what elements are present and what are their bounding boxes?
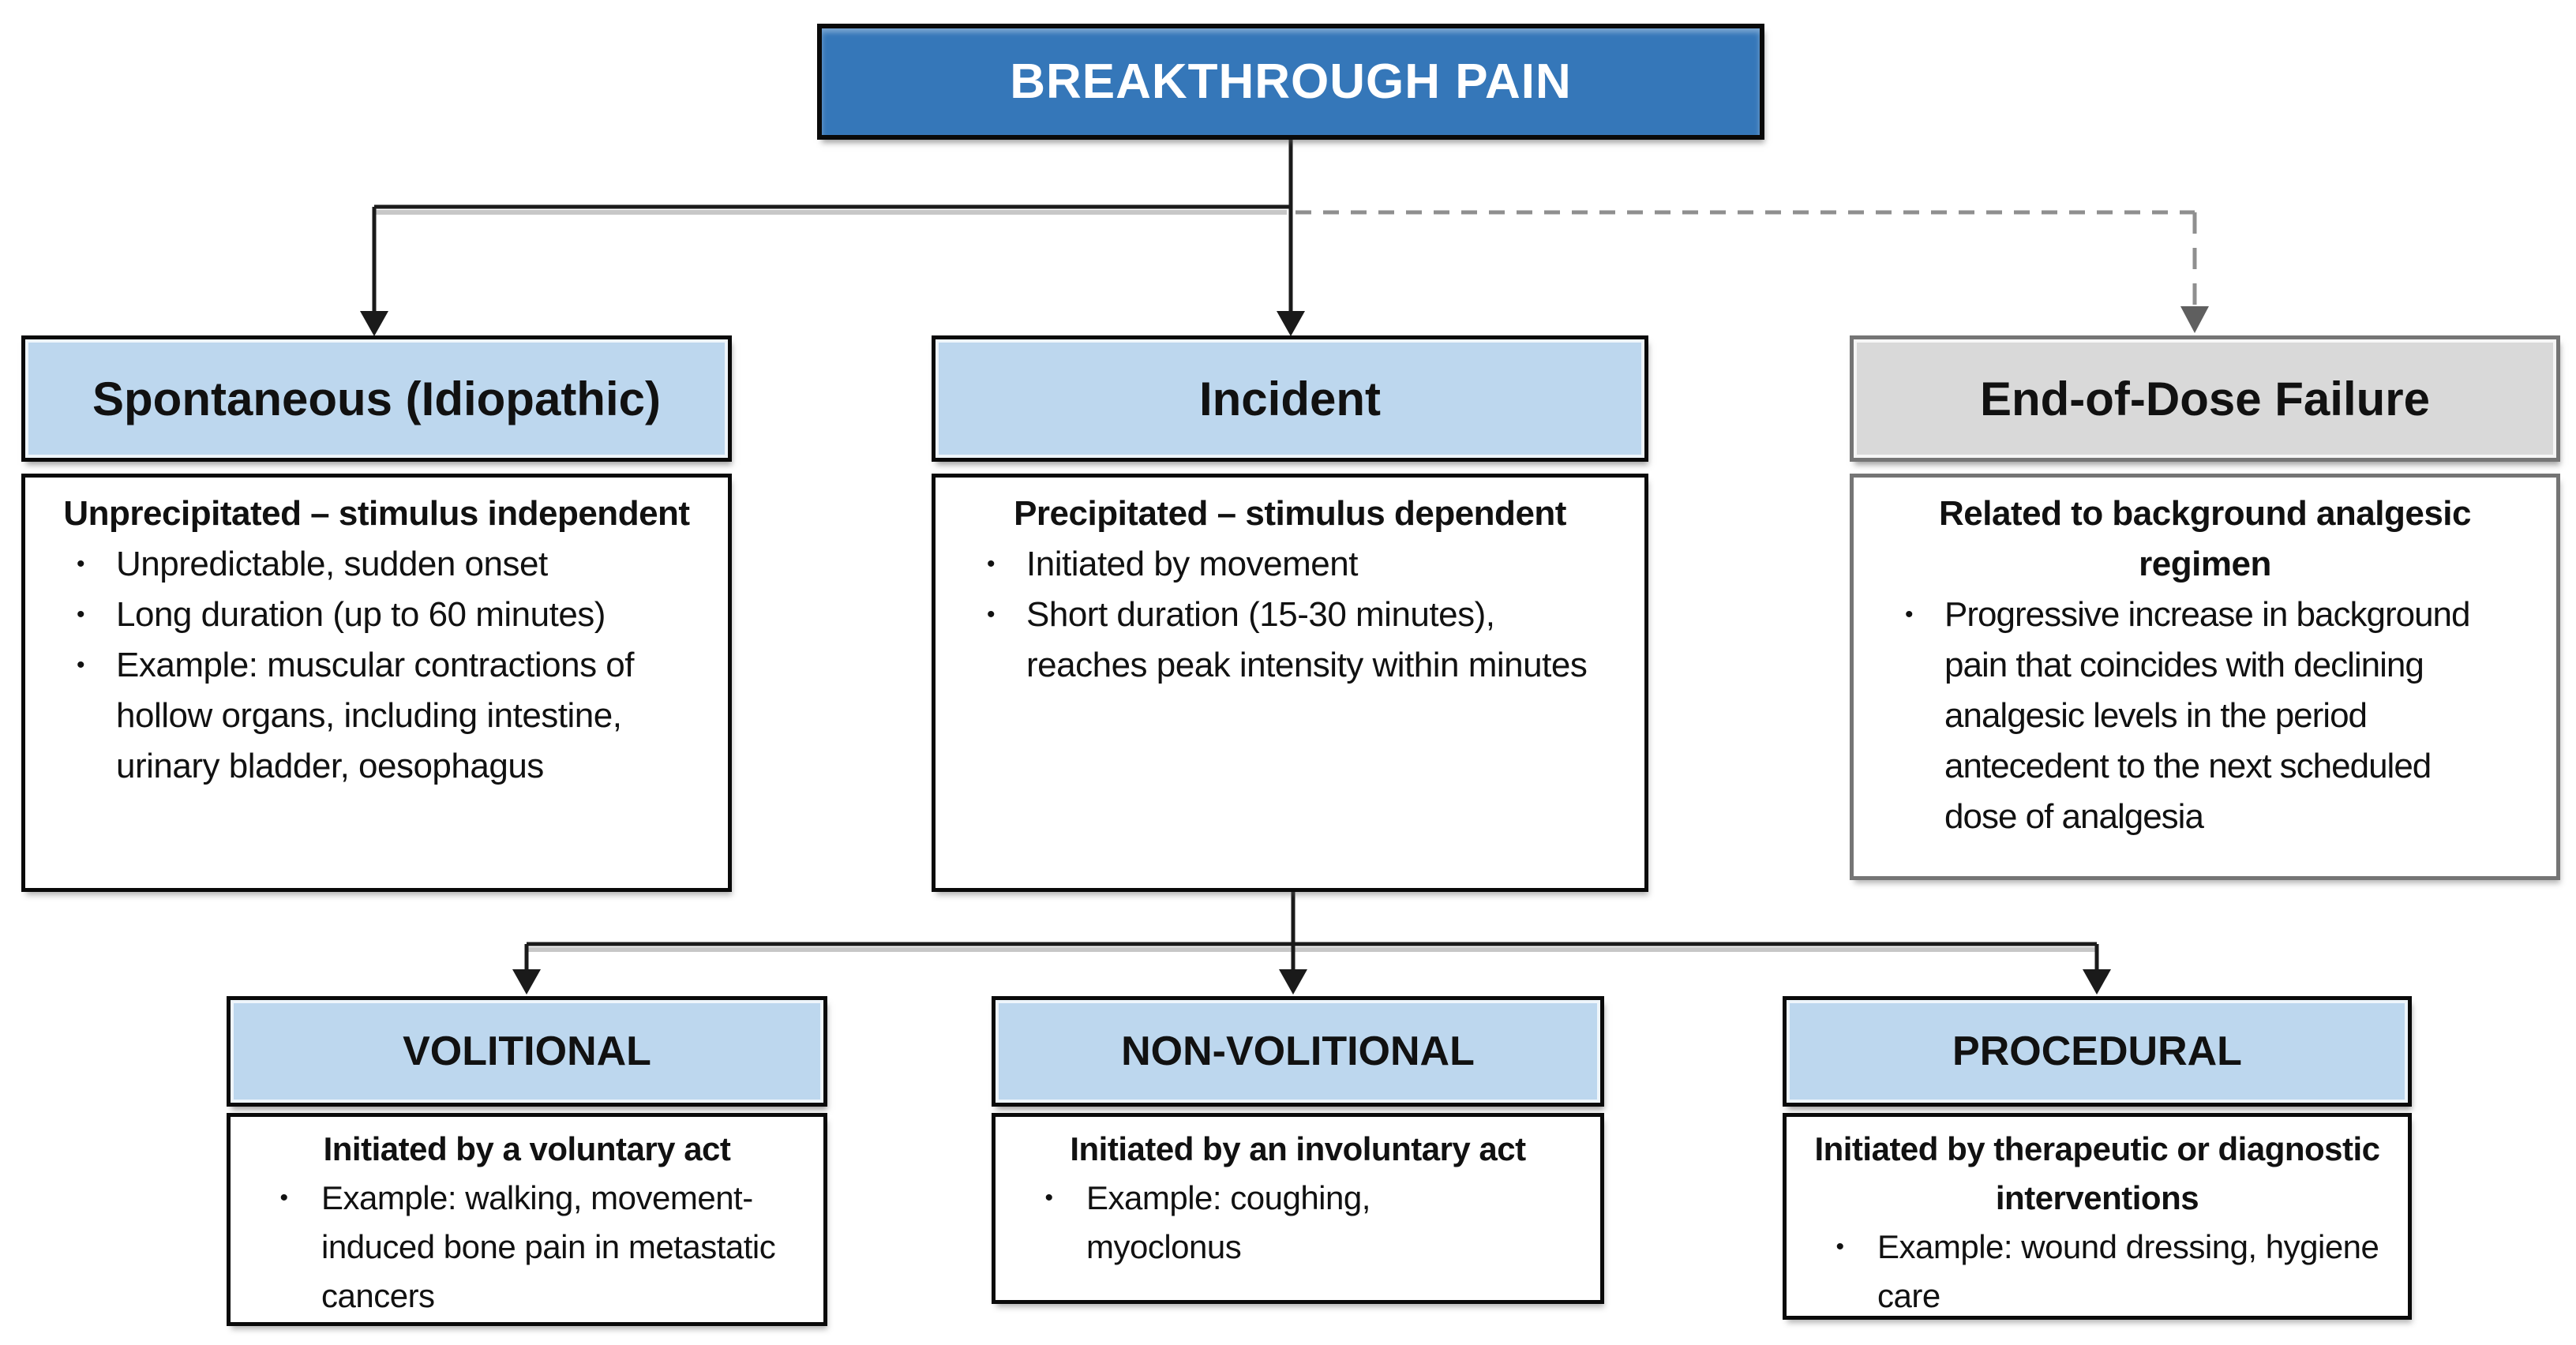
node-procedural-body: Initiated by therapeutic or diagnostic i… xyxy=(1783,1113,2412,1320)
node-volitional-header: VOLITIONAL xyxy=(227,996,827,1107)
list-item: • Example: wound dressing, hygiene care xyxy=(1787,1223,2408,1321)
bullet-marker: • xyxy=(986,601,996,628)
bullet-text: Long duration (up to 60 minutes) xyxy=(116,595,606,634)
bullet-marker: • xyxy=(76,601,85,628)
root-title: BREAKTHROUGH PAIN xyxy=(1010,54,1572,109)
node-non-volitional-body: Initiated by an involuntary act • Exampl… xyxy=(992,1113,1604,1304)
list-item: • Progressive increase in background pai… xyxy=(1854,590,2556,842)
bullet-marker: • xyxy=(76,551,85,577)
list-item: • Unpredictable, sudden onset xyxy=(25,539,728,590)
arrowhead-procedural xyxy=(2083,969,2111,995)
non-volitional-heading: Initiated by an involuntary act xyxy=(1070,1130,1526,1167)
volitional-heading: Initiated by a voluntary act xyxy=(323,1130,731,1167)
node-spontaneous-header: Spontaneous (Idiopathic) xyxy=(21,335,732,462)
node-spontaneous-title: Spontaneous (Idiopathic) xyxy=(92,372,661,425)
arrowhead-end-of-dose xyxy=(2180,306,2209,333)
list-item: • Long duration (up to 60 minutes) xyxy=(25,590,728,640)
list-item: • Initiated by movement xyxy=(936,539,1644,590)
node-procedural-header: PROCEDURAL xyxy=(1783,996,2412,1107)
node-end-of-dose-title: End-of-Dose Failure xyxy=(1979,372,2431,425)
node-non-volitional-header: NON-VOLITIONAL xyxy=(992,996,1604,1107)
node-end-of-dose-body: Related to background analgesic regimen … xyxy=(1850,474,2560,880)
list-item: • Example: muscular contractions of holl… xyxy=(25,640,728,792)
bullet-marker: • xyxy=(1044,1185,1053,1211)
incident-heading: Precipitated – stimulus dependent xyxy=(1014,494,1566,533)
node-incident-header: Incident xyxy=(932,335,1648,462)
list-item: • Short duration (15-30 minutes), reache… xyxy=(936,590,1644,691)
node-non-volitional-title: NON-VOLITIONAL xyxy=(1121,1028,1475,1074)
bullet-text: Progressive increase in background pain … xyxy=(1944,595,2471,836)
arrowhead-spontaneous xyxy=(360,311,388,336)
node-incident-title: Incident xyxy=(1198,372,1381,425)
bullet-text: Unpredictable, sudden onset xyxy=(116,545,548,583)
bullet-text: Initiated by movement xyxy=(1026,545,1358,583)
node-breakthrough-pain: BREAKTHROUGH PAIN xyxy=(817,24,1764,140)
bullet-text: Example: coughing, myoclonus xyxy=(1086,1179,1370,1265)
list-item: • Example: walking, movement-induced bon… xyxy=(231,1174,823,1321)
bullet-marker: • xyxy=(1904,601,1914,628)
node-volitional-title: VOLITIONAL xyxy=(403,1028,651,1074)
arrowhead-incident xyxy=(1277,311,1305,336)
node-procedural-title: PROCEDURAL xyxy=(1952,1028,2242,1074)
list-item: • Example: coughing, myoclonus xyxy=(996,1174,1600,1272)
bullet-marker: • xyxy=(986,551,996,577)
procedural-heading: Initiated by therapeutic or diagnostic i… xyxy=(1814,1130,2380,1216)
node-spontaneous-body: Unprecipitated – stimulus independent • … xyxy=(21,474,732,892)
bullet-marker: • xyxy=(279,1185,288,1211)
node-end-of-dose-header: End-of-Dose Failure xyxy=(1850,335,2560,462)
node-volitional-body: Initiated by a voluntary act • Example: … xyxy=(227,1113,827,1326)
bullet-text: Example: muscular contractions of hollow… xyxy=(116,646,635,785)
bullet-marker: • xyxy=(76,652,85,678)
spontaneous-heading: Unprecipitated – stimulus independent xyxy=(63,494,690,533)
arrowhead-volitional xyxy=(512,969,541,995)
end-of-dose-heading: Related to background analgesic regimen xyxy=(1939,494,2472,583)
arrowhead-non-volitional xyxy=(1279,969,1307,995)
bullet-text: Example: walking, movement-induced bone … xyxy=(321,1179,776,1314)
bullet-text: Example: wound dressing, hygiene care xyxy=(1877,1228,2379,1314)
bullet-text: Short duration (15-30 minutes), reaches … xyxy=(1026,595,1588,684)
bullet-marker: • xyxy=(1835,1234,1844,1260)
node-incident-body: Precipitated – stimulus dependent • Init… xyxy=(932,474,1648,892)
